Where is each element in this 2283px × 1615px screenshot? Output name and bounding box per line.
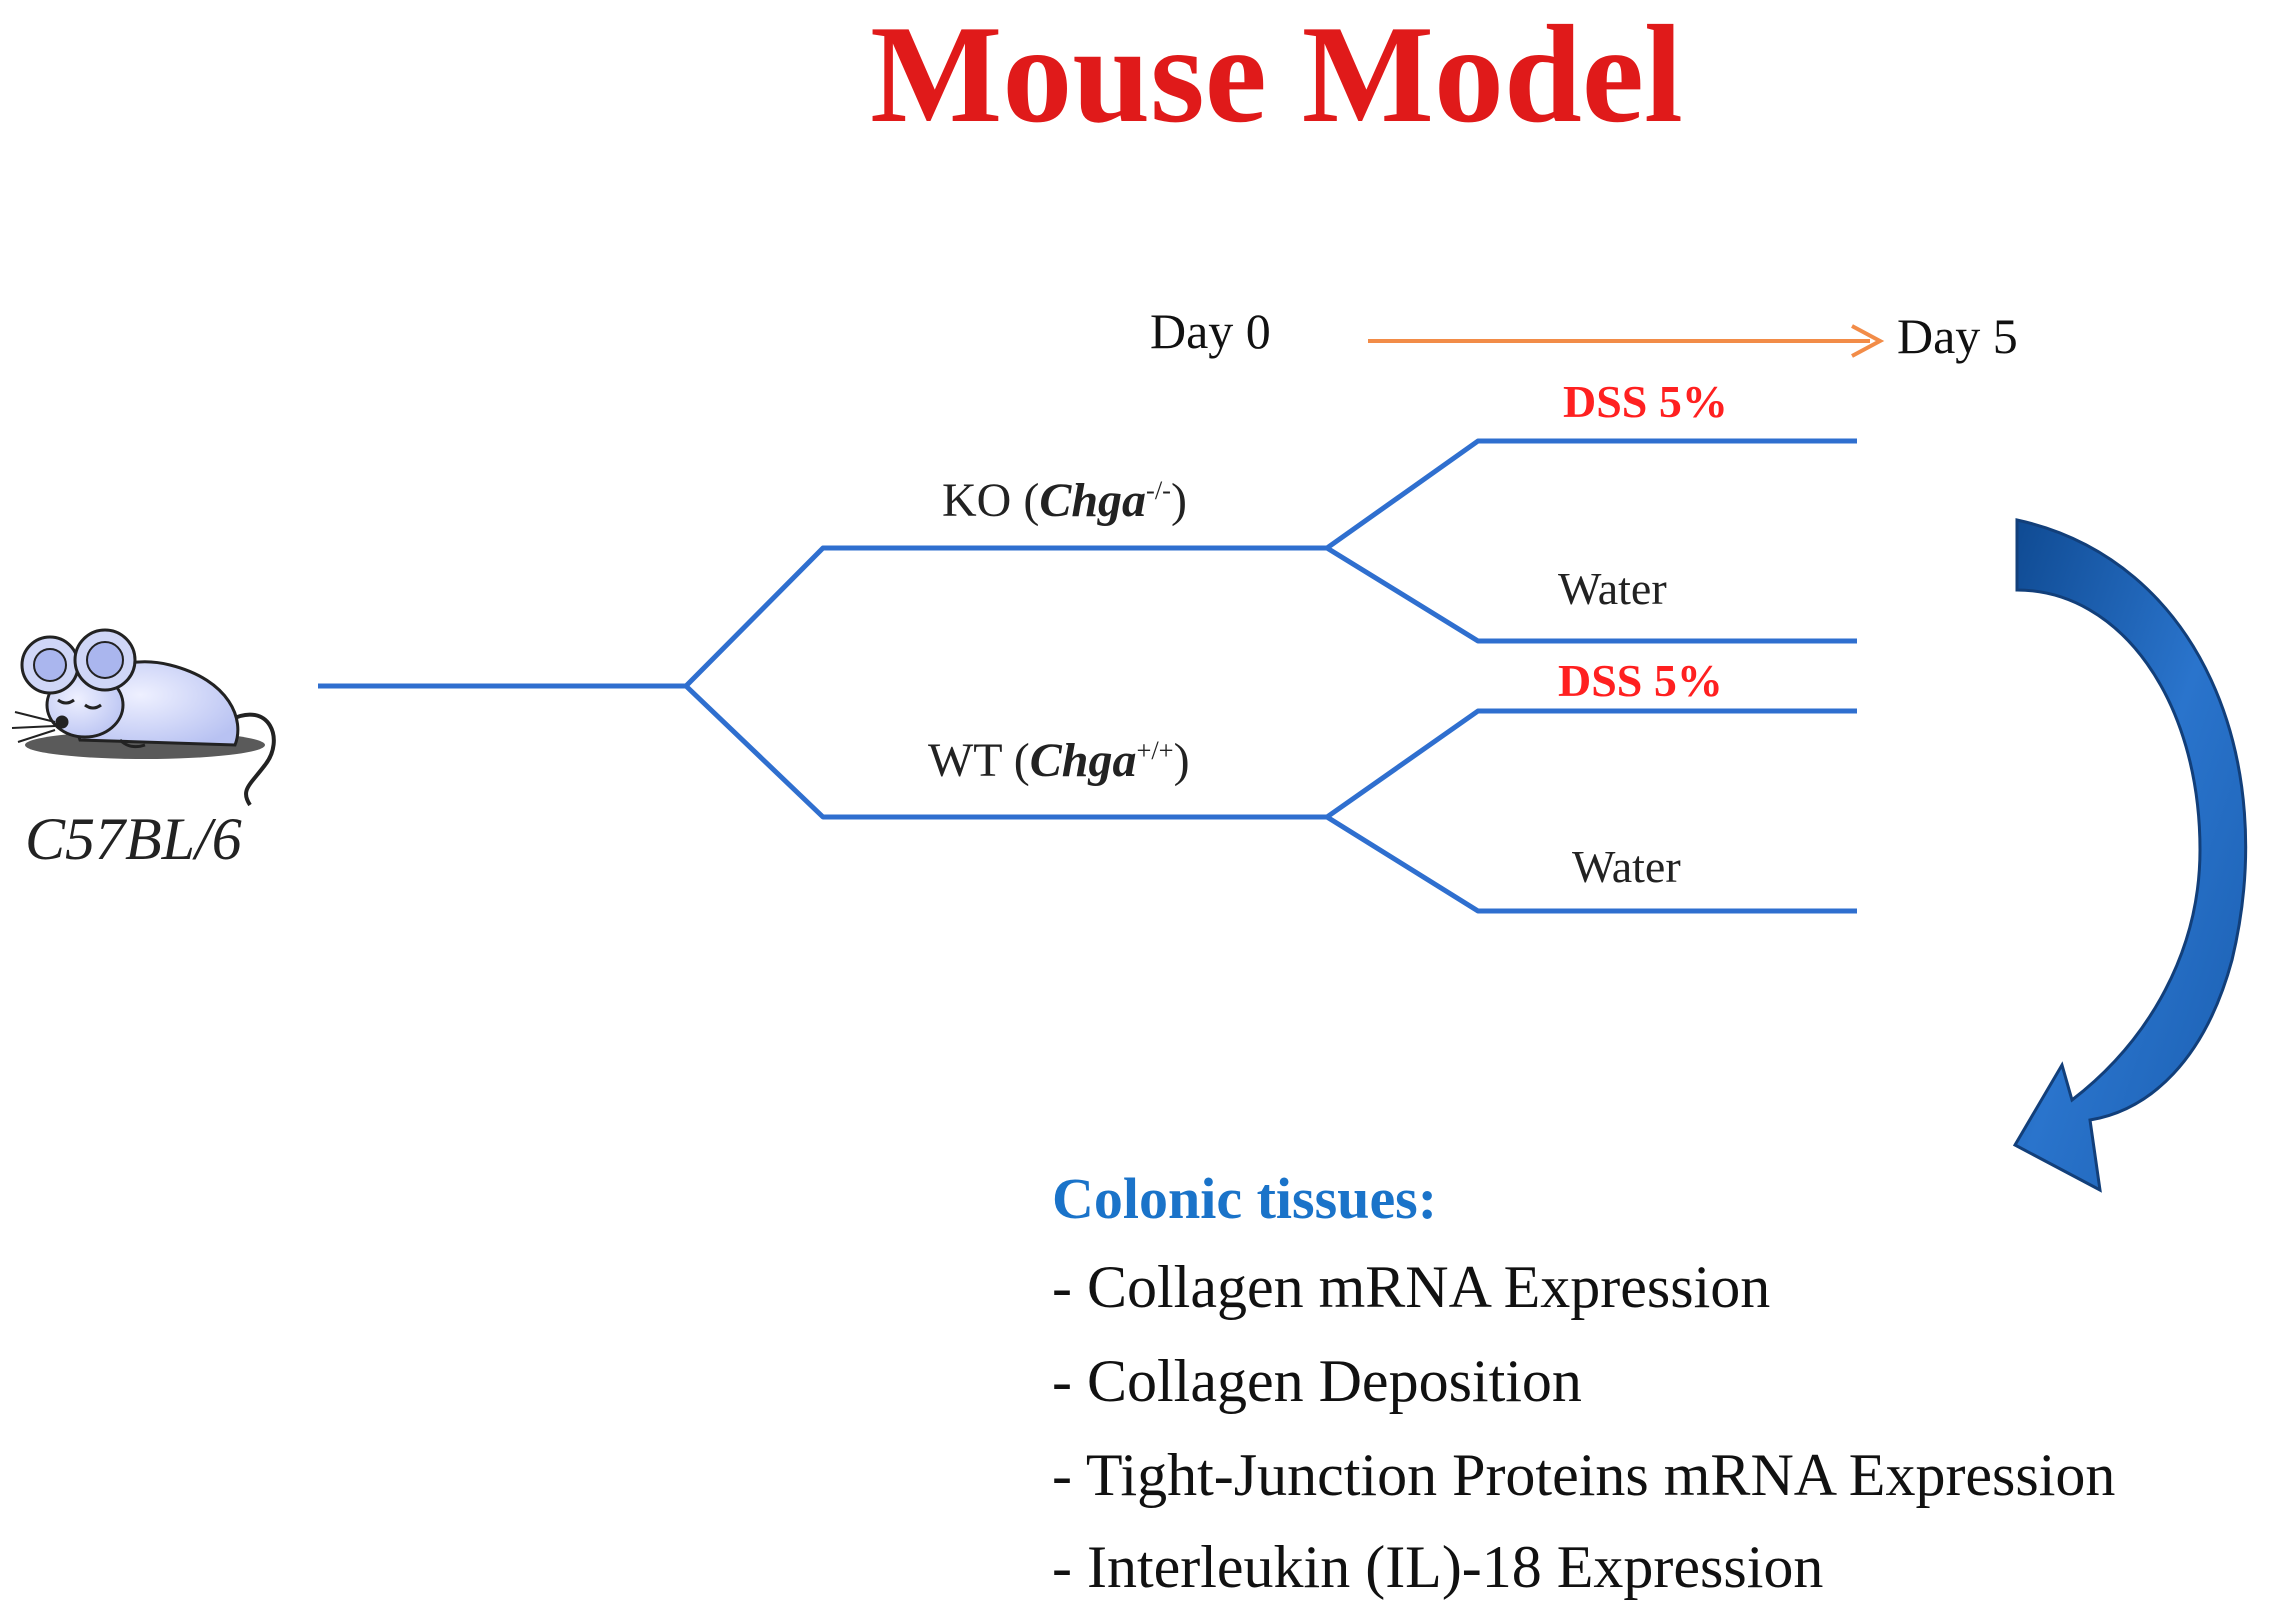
ko-water-label: Water [1558, 563, 1667, 614]
timeline-arrow [1368, 324, 1885, 358]
wt-water-branch [1325, 814, 1857, 914]
strain-label: C57BL/6 [25, 806, 242, 872]
wt-genotype: +/+ [1136, 735, 1174, 765]
wt-group-label: WT (Chga+/+) [928, 733, 1190, 788]
branch-tree [318, 438, 1857, 914]
ko-group-suffix: ) [1170, 474, 1187, 527]
outcome-item: - Interleukin (IL)-18 Expression [1052, 1534, 1824, 1600]
timeline-start-label: Day 0 [1150, 303, 1271, 359]
ko-dss-label: DSS 5% [1563, 376, 1728, 427]
ko-dss-branch [1325, 438, 1857, 551]
outcome-item: - Tight-Junction Proteins mRNA Expressio… [1052, 1442, 2116, 1508]
ko-gene-name: Chga [1039, 474, 1147, 527]
outcomes-heading: Colonic tissues: [1052, 1166, 1438, 1231]
ko-group-prefix: KO ( [942, 474, 1040, 527]
wt-group-prefix: WT ( [928, 734, 1030, 787]
ko-group-label: KO (Chga-/-) [942, 473, 1187, 528]
outcome-item: - Collagen mRNA Expression [1052, 1254, 1771, 1320]
wt-branch [684, 684, 1327, 820]
ko-branch [684, 545, 1327, 688]
wt-dss-branch [1325, 708, 1857, 820]
page-title: Mouse Model [870, 0, 1683, 152]
wt-gene-name: Chga [1029, 734, 1137, 787]
timeline-end-label: Day 5 [1897, 308, 2018, 364]
wt-water-label: Water [1572, 841, 1681, 892]
ko-genotype: -/- [1146, 475, 1171, 505]
curved-arrow-icon [2012, 518, 2248, 1193]
wt-group-suffix: ) [1173, 734, 1190, 787]
outcome-item: - Collagen Deposition [1052, 1348, 1582, 1414]
mouse-icon [11, 628, 276, 807]
wt-dss-label: DSS 5% [1558, 655, 1723, 706]
ko-water-branch [1325, 545, 1857, 644]
